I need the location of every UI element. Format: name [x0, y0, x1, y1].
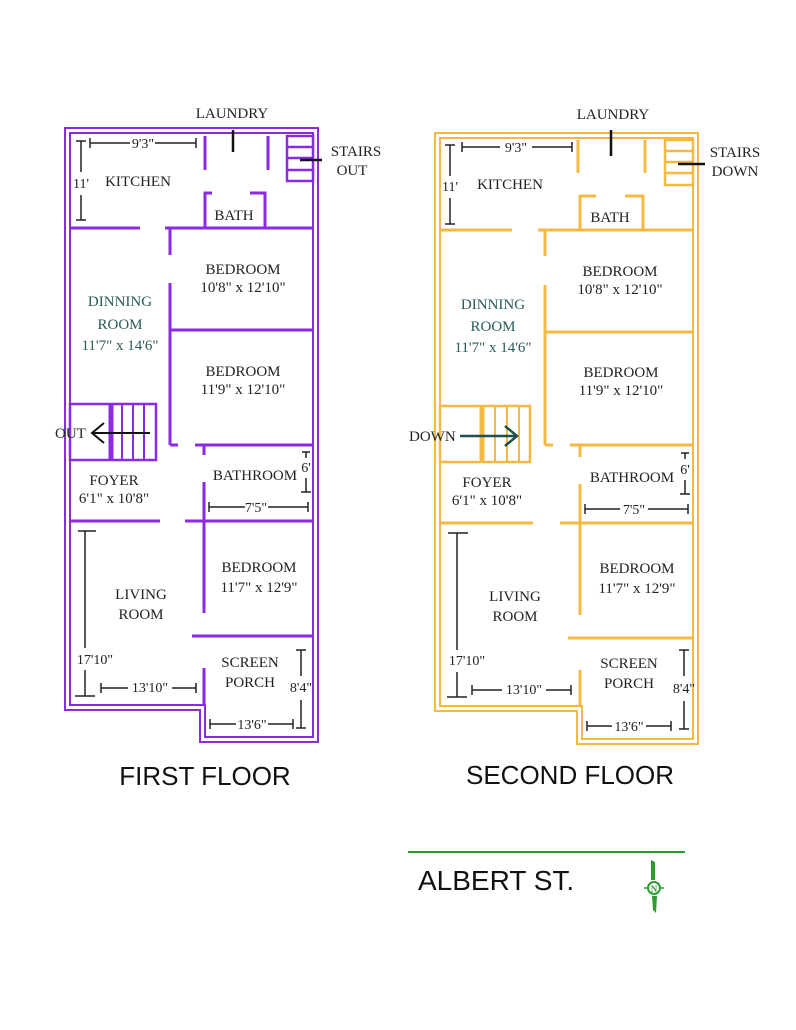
kitchen-label: KITCHEN [105, 174, 171, 190]
foyer-label: FOYER [462, 475, 511, 491]
bedroom1-label: BEDROOM [205, 262, 280, 278]
second-floor-dimensions [445, 142, 690, 731]
bedroom3-size: 11'7" x 12'9" [598, 581, 675, 597]
bedroom1-size: 10'8" x 12'10" [577, 282, 662, 298]
kitchen-height-dim: 11' [442, 180, 458, 195]
stairs-label-line1: STAIRS [331, 144, 381, 160]
foyer-stairs-label: DOWN [409, 429, 456, 445]
porch-height-dim: 8'4" [673, 682, 695, 697]
second-floor-walls [434, 132, 699, 745]
laundry-label: LAUNDRY [577, 107, 650, 123]
first-floor-walls [64, 127, 319, 743]
bathroom-width-dim: 7'5" [623, 503, 645, 518]
dining-label-line2: ROOM [470, 319, 515, 335]
stairs-down-arrow-icon [460, 425, 519, 447]
bathroom-label: BATHROOM [590, 470, 674, 486]
foyer-label: FOYER [89, 473, 138, 489]
living-label-line1: LIVING [489, 589, 541, 605]
stairs-label-line1: STAIRS [710, 145, 760, 161]
kitchen-height-dim: 11' [73, 177, 89, 192]
street-name: ALBERT ST. [418, 865, 574, 896]
stairs-label-line2: OUT [337, 163, 368, 179]
stairs-out-arrow-icon [90, 422, 150, 444]
bedroom2-size: 11'9" x 12'10" [579, 383, 664, 399]
bedroom2-size: 11'9" x 12'10" [201, 382, 286, 398]
living-label-line2: ROOM [118, 607, 163, 623]
living-height-dim: 17'10" [449, 654, 485, 669]
foyer-size: 6'1" x 10'8" [452, 493, 522, 509]
bath-label: BATH [590, 210, 629, 226]
porch-height-dim: 8'4" [290, 681, 312, 696]
first-floor-plan: LAUNDRY STAIRS OUT 9'3" 11' KITCHEN BATH… [55, 106, 381, 791]
bathroom-height-dim: 6' [301, 461, 311, 476]
second-floor-title: SECOND FLOOR [466, 760, 674, 790]
north-arrow-icon: N [644, 860, 664, 913]
bedroom2-label: BEDROOM [583, 365, 658, 381]
porch-width-dim: 13'6" [614, 720, 643, 735]
bathroom-width-dim: 7'5" [245, 501, 267, 516]
living-label-line1: LIVING [115, 587, 167, 603]
bath-label: BATH [214, 208, 253, 224]
dining-size: 11'7" x 14'6" [454, 340, 531, 356]
north-label: N [651, 884, 658, 894]
bedroom3-label: BEDROOM [221, 560, 296, 576]
kitchen-label: KITCHEN [477, 177, 543, 193]
dining-label-line1: DINNING [461, 297, 525, 313]
kitchen-width-dim: 9'3" [505, 141, 527, 156]
living-width-dim: 13'10" [132, 681, 168, 696]
foyer-size: 6'1" x 10'8" [79, 491, 149, 507]
living-label-line2: ROOM [492, 609, 537, 625]
stairs-label-line2: DOWN [712, 164, 759, 180]
kitchen-width-dim: 9'3" [132, 137, 154, 152]
bathroom-height-dim: 6' [680, 463, 690, 478]
bedroom1-label: BEDROOM [582, 264, 657, 280]
first-floor-dimensions [75, 138, 311, 729]
laundry-label: LAUNDRY [196, 106, 269, 122]
living-width-dim: 13'10" [506, 683, 542, 698]
dining-size: 11'7" x 14'6" [81, 338, 158, 354]
first-floor-title: FIRST FLOOR [119, 761, 290, 791]
bedroom1-size: 10'8" x 12'10" [200, 280, 285, 296]
dining-label-line1: DINNING [88, 294, 152, 310]
bedroom2-label: BEDROOM [205, 364, 280, 380]
porch-label-line2: PORCH [225, 675, 275, 691]
bedroom3-size: 11'7" x 12'9" [220, 580, 297, 596]
living-height-dim: 17'10" [77, 653, 113, 668]
porch-width-dim: 13'6" [237, 718, 266, 733]
porch-label-line1: SCREEN [600, 656, 658, 672]
bedroom3-label: BEDROOM [599, 561, 674, 577]
foyer-stairs-label: OUT [55, 426, 86, 442]
porch-label-line2: PORCH [604, 676, 654, 692]
bathroom-label: BATHROOM [213, 468, 297, 484]
porch-label-line1: SCREEN [221, 655, 279, 671]
second-floor-plan: LAUNDRY STAIRS DOWN 9'3" 11' KITCHEN BAT… [409, 107, 760, 790]
dining-label-line2: ROOM [97, 317, 142, 333]
